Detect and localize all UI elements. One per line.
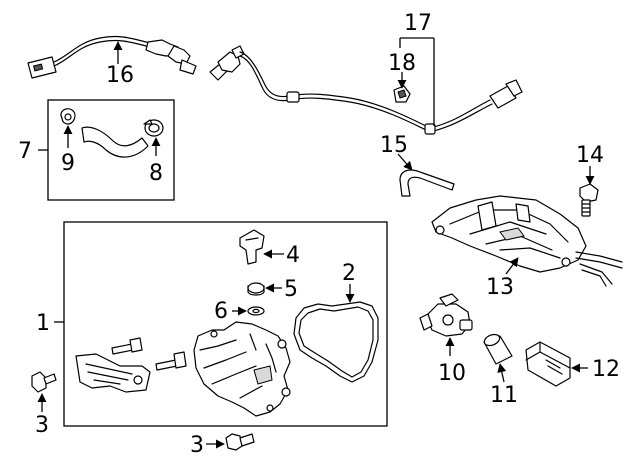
washer[interactable] — [247, 306, 265, 316]
callout-2: 2 — [342, 261, 356, 286]
bolt-bottom[interactable] — [225, 433, 255, 451]
callout-10: 10 — [438, 361, 466, 386]
callout-12: 12 — [592, 357, 620, 382]
callout-14: 14 — [576, 143, 604, 168]
cover-bolt-a[interactable] — [111, 337, 143, 355]
hose-clamp-small[interactable] — [60, 108, 76, 125]
leader-lines — [37, 37, 595, 449]
callout-16: 16 — [106, 63, 134, 88]
mounting-bolt[interactable] — [579, 183, 599, 217]
callout-5: 5 — [284, 277, 298, 302]
hose-clamp-large[interactable] — [143, 119, 164, 137]
bolt-left[interactable] — [31, 371, 57, 393]
callout-4: 4 — [286, 243, 300, 268]
callout-1: 1 — [36, 311, 50, 336]
vapor-hose[interactable] — [399, 169, 455, 197]
oxygen-sensor-downstream[interactable] — [209, 45, 523, 135]
callout-6: 6 — [214, 299, 228, 324]
valve-cover-box — [63, 221, 388, 427]
callout-13: 13 — [486, 275, 514, 300]
valve-cover-gasket[interactable] — [293, 301, 379, 383]
hose-connector[interactable] — [483, 332, 513, 365]
callout-7: 7 — [18, 139, 32, 164]
vent-hose[interactable] — [81, 126, 149, 158]
valve-cover-bracket[interactable] — [75, 353, 151, 393]
callout-15: 15 — [380, 133, 408, 158]
callout-8: 8 — [149, 161, 163, 186]
purge-solenoid-valve[interactable] — [419, 293, 473, 337]
callout-11: 11 — [490, 383, 518, 408]
callout-18: 18 — [388, 51, 416, 76]
camshaft-position-sensor[interactable] — [239, 229, 265, 265]
canister-bracket[interactable] — [431, 195, 623, 287]
callout-3-bottom: 3 — [190, 433, 204, 458]
valve-cover[interactable] — [193, 321, 291, 417]
callout-numbers: 16 17 18 7 9 8 15 14 13 1 2 4 5 6 3 3 10… — [18, 11, 620, 458]
wire-clip[interactable] — [393, 85, 411, 103]
control-module[interactable] — [525, 341, 571, 387]
callout-3-left: 3 — [35, 413, 49, 438]
callout-17: 17 — [404, 11, 432, 36]
oxygen-sensor-upstream[interactable] — [27, 35, 197, 79]
callout-9: 9 — [61, 151, 75, 176]
cover-bolt-b[interactable] — [155, 351, 187, 371]
o-ring-seal[interactable] — [247, 282, 265, 296]
